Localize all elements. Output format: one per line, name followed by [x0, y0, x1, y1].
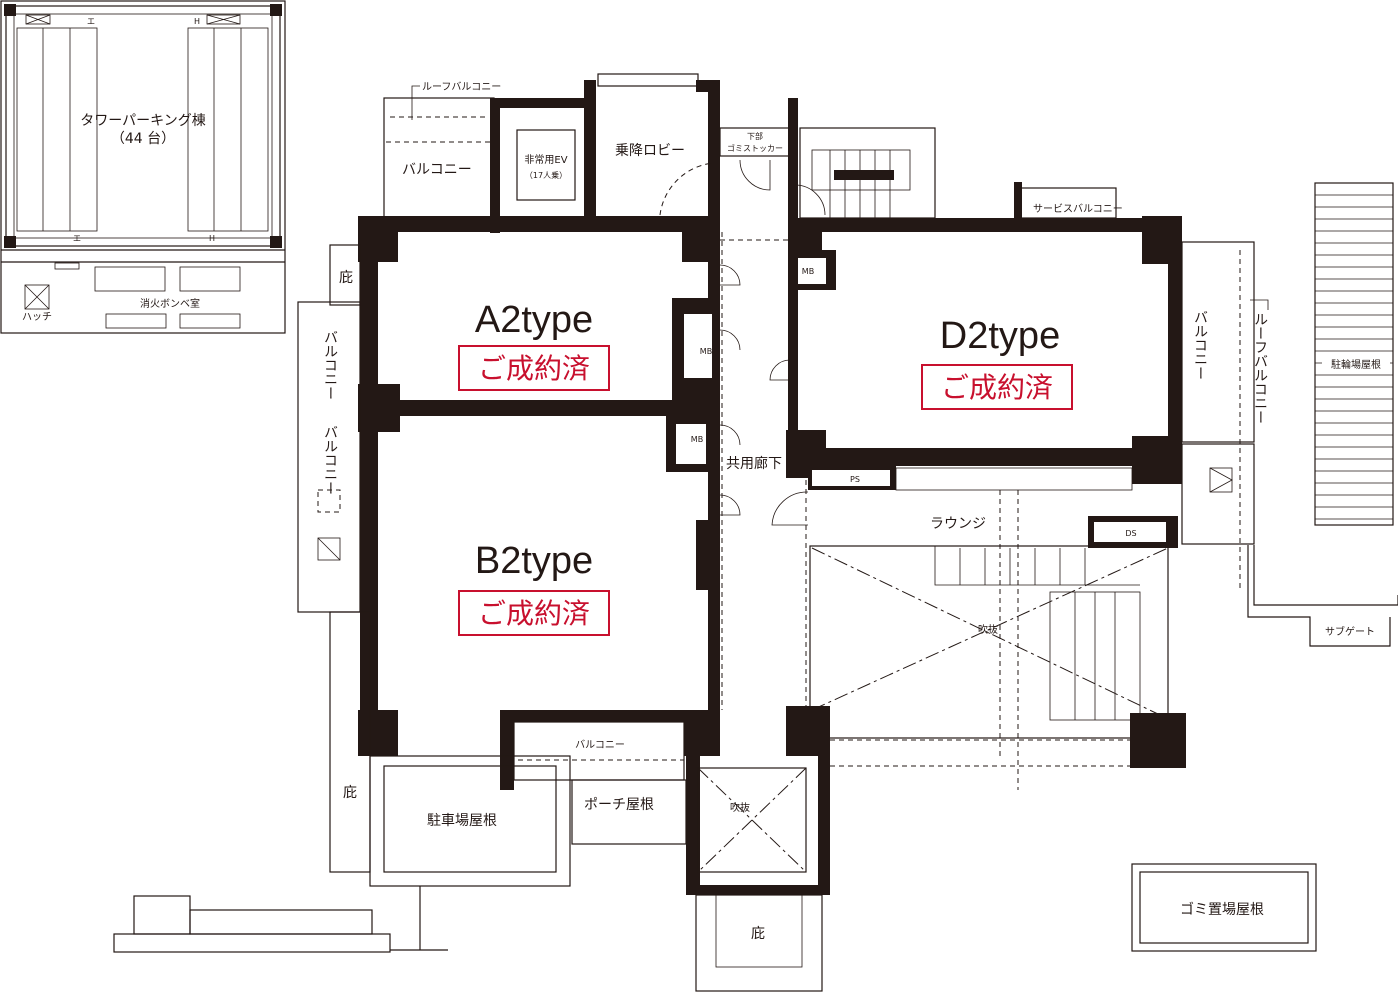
emergency-ev-label: 非常用EV	[524, 153, 567, 166]
balcony-east-label: バルコニー	[1192, 310, 1208, 380]
eaves-label-southwest: 庇	[343, 785, 357, 801]
unit-b2[interactable]: B2type ご成約済	[458, 540, 610, 636]
atrium-label-entrance: 吹抜	[730, 801, 750, 814]
unit-a2-status: ご成約済	[478, 352, 590, 385]
mark-i-top: エ	[87, 17, 95, 26]
unit-a2-type[interactable]: A2type	[475, 299, 593, 341]
tower-parking-block	[0, 0, 286, 334]
unit-d2[interactable]: D2type ご成約済	[921, 315, 1073, 410]
mark-h-top: H	[194, 17, 200, 26]
mb-label-d2: MB	[802, 267, 814, 276]
eaves-label-south: 庇	[751, 926, 765, 942]
porch-roof-label: ポーチ屋根	[584, 797, 654, 813]
mb-label-a2: MB	[700, 347, 712, 356]
sub-gate-label: サブゲート	[1325, 625, 1375, 638]
mb-label-b2: MB	[691, 435, 703, 444]
mark-h-bottom: H	[209, 234, 215, 243]
lounge-label: ラウンジ	[930, 516, 986, 532]
ds-label: DS	[1125, 529, 1136, 538]
emergency-ev-capacity: （17人乗）	[525, 170, 567, 180]
eaves-label-west: 庇	[339, 270, 353, 286]
garbage-roof-label: ゴミ置場屋根	[1180, 901, 1264, 918]
garbage-stocker-label-2: ゴミストッカー	[727, 143, 783, 153]
mark-i-bottom: エ	[73, 234, 81, 243]
bicycle-roof-label: 駐輪場屋根	[1331, 358, 1381, 371]
unit-b2-type[interactable]: B2type	[475, 540, 593, 582]
unit-a2[interactable]: A2type ご成約済	[458, 299, 610, 391]
tower-parking-capacity: （44 台）	[111, 131, 175, 147]
garbage-stocker-label-1: 下部	[747, 131, 763, 141]
roof-balcony-east-label: ルーフバルコニー	[1252, 312, 1268, 424]
parking-roof-label: 駐車場屋根	[427, 812, 497, 829]
ps-label: PS	[850, 475, 860, 484]
unit-walls-d2	[786, 216, 1182, 490]
unit-d2-type[interactable]: D2type	[940, 315, 1060, 357]
unit-d2-status: ご成約済	[941, 371, 1053, 404]
tower-parking-label: タワーパーキング棟	[80, 113, 205, 129]
balcony-top-label: バルコニー	[402, 162, 472, 178]
hatch-label: ハッチ	[22, 311, 52, 323]
balcony-west-upper-label: バルコニー	[322, 330, 338, 400]
unit-walls-a2-b2	[358, 216, 720, 790]
boarding-lobby-label: 乗降ロビー	[615, 143, 685, 159]
balcony-south-label: バルコニー	[575, 739, 625, 751]
atrium-label-lounge: 吹抜	[978, 623, 998, 636]
roof-balcony-top-label: ルーフバルコニー	[422, 81, 501, 93]
balcony-west-lower-label: バルコニー	[322, 425, 338, 495]
fire-cylinder-room-label: 消火ボンベ室	[140, 297, 200, 310]
service-balcony-label: サービスバルコニー	[1033, 203, 1123, 215]
common-corridor-label: 共用廊下	[726, 455, 782, 472]
unit-b2-status: ご成約済	[478, 597, 590, 630]
